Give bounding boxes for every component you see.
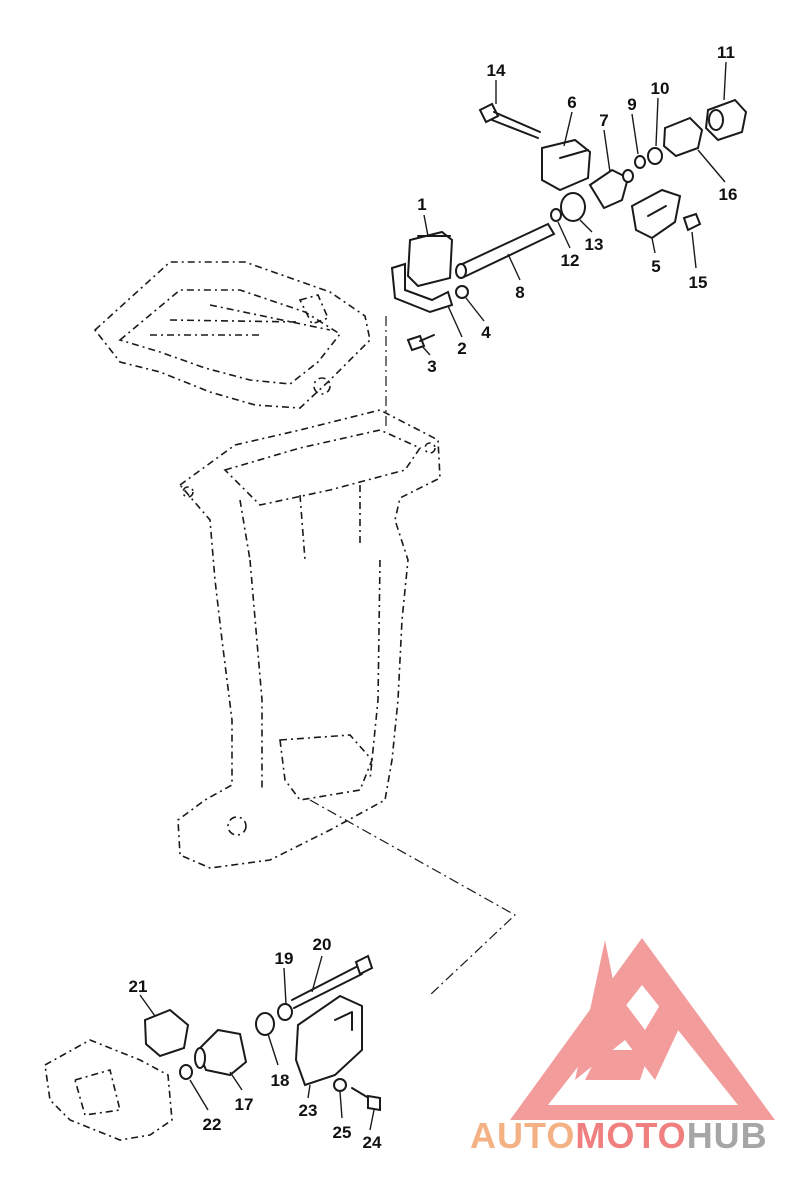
callout-13: 13 [585,235,604,254]
part-14-long-bolt [478,102,541,139]
callout-6: 6 [567,93,576,112]
watermark-word-hub: HUB [687,1115,768,1156]
part-4-nut [455,285,469,299]
part-9-washer [634,155,646,169]
part-7-rubber-mount [588,168,634,210]
callout-1: 1 [417,195,426,214]
part-17-rubber-mount [194,1028,248,1077]
callout-10: 10 [651,79,670,98]
part-12-washer [550,208,562,222]
part-10-nut [647,147,663,165]
part-6-mount-housing [541,138,592,192]
callout-11: 11 [717,43,735,62]
callout-7: 7 [599,111,608,130]
svg-text:AUTOMOTOHUB: AUTOMOTOHUB [470,1115,768,1156]
part-24-bolt [351,1087,381,1112]
callout-3: 3 [427,357,436,376]
callout-24: 24 [363,1133,382,1152]
callout-5: 5 [651,257,660,276]
part-25-washer [333,1078,347,1092]
callout-8: 8 [515,283,524,302]
part-1-rubber-pad [406,230,454,288]
part-22-washer [179,1064,193,1080]
driveshaft-housing [177,409,441,869]
callout-12: 12 [561,251,580,270]
callout-9: 9 [627,95,636,114]
watermark-word-moto: MOTO [575,1115,686,1156]
part-5-cover [630,188,682,240]
upper-mount-plate [93,261,371,409]
callout-16: 16 [719,185,738,204]
part-19-washer [277,1003,293,1021]
part-8-shaft [455,222,556,279]
part-3-bolt [406,334,435,352]
part-16-clamp [662,116,704,158]
callout-15: 15 [689,273,708,292]
callout-14: 14 [487,61,506,80]
watermark-word-auto: AUTO [470,1115,575,1156]
watermark-wordmark: AUTOMOTOHUB [470,1115,768,1156]
part-13-ring [560,192,586,222]
callout-19: 19 [275,949,294,968]
callout-20: 20 [313,935,332,954]
callout-21: 21 [129,977,148,996]
watermark-logo [510,938,775,1120]
part-20-bolt [291,954,374,1009]
part-23-bracket [294,994,363,1087]
part-18-washer [255,1012,275,1036]
part-21-mount-block [143,1008,190,1058]
lower-housing-fragment [44,1039,173,1141]
callout-25: 25 [333,1123,352,1142]
callout-4: 4 [481,323,491,342]
callout-17: 17 [235,1095,254,1114]
callouts: 1 2 3 4 5 6 7 8 9 10 11 12 13 14 15 16 1… [129,43,738,1152]
leader-lines [139,61,727,1131]
part-11-cap [704,98,748,142]
callout-18: 18 [271,1071,290,1090]
reference-lines [309,316,517,996]
callout-22: 22 [203,1115,222,1134]
part-2-bracket [390,262,454,314]
callout-23: 23 [299,1101,318,1120]
part-15-nut [682,212,702,232]
callout-2: 2 [457,339,466,358]
